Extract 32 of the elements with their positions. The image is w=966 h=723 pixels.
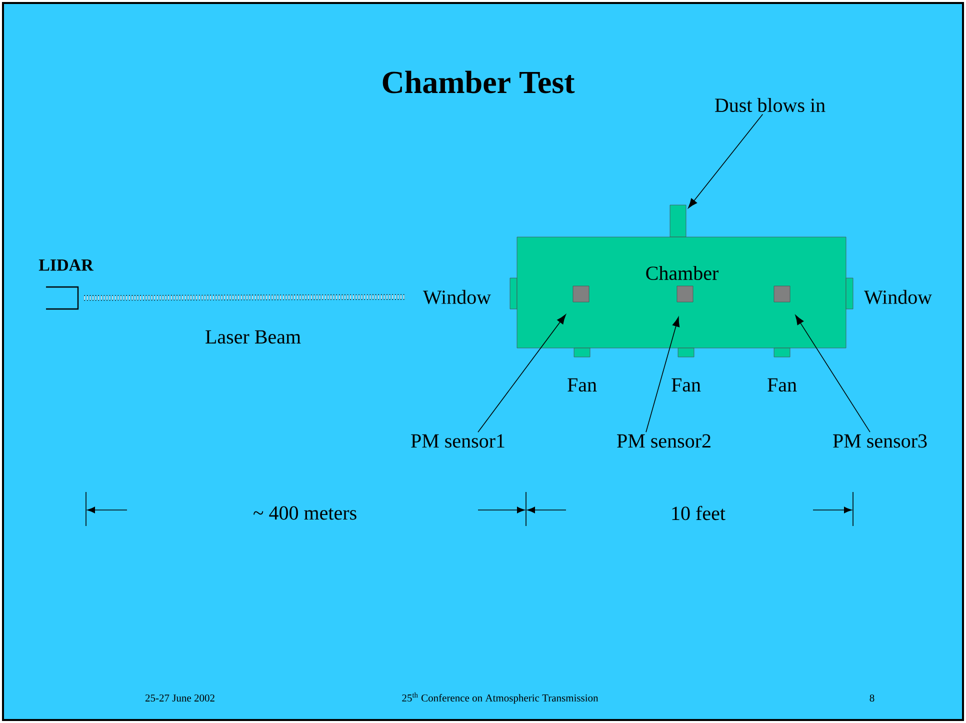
fan-box: [678, 348, 694, 358]
dimension-label: 10 feet: [672, 506, 726, 520]
arrow: [646, 316, 680, 432]
arrow: [795, 315, 870, 432]
fan-box: [774, 348, 790, 358]
fan-box: [574, 348, 590, 358]
footer-text: 8: [870, 694, 874, 702]
window-box: [510, 278, 518, 310]
sensor-square: [774, 286, 790, 302]
window-box: [846, 278, 854, 310]
arrow: [688, 114, 764, 208]
sensor-label: PM sensor3: [833, 434, 927, 448]
footer-text: 25-27 June 2002: [145, 694, 214, 702]
dimension-label: ~ 400 meters: [254, 506, 356, 520]
note-text: Dust blows in: [715, 98, 826, 112]
part-label: Window: [422, 290, 491, 304]
chamber-box: Chamber: [516, 236, 846, 348]
beam-label: Laser Beam: [206, 330, 301, 344]
sensor-label: PM sensor2: [617, 434, 710, 448]
lidar-unit: LIDAR: [38, 259, 94, 310]
footer-text: 25$^{th}$ Conference on Atmospheric Transmission: [402, 692, 598, 704]
arrow: [478, 314, 566, 432]
part-label: Fan: [568, 378, 597, 392]
inlet-tube: [670, 204, 686, 238]
laser-beam: [84, 294, 406, 301]
slide-title: Chamber Test: [382, 70, 575, 94]
part-label: Fan: [768, 378, 797, 392]
sensor-label: PM sensor1: [411, 434, 504, 448]
sensor-square: [572, 286, 590, 302]
part-label: Window: [864, 290, 932, 304]
part-label: Fan: [672, 378, 701, 392]
sensor-square: [676, 286, 694, 302]
